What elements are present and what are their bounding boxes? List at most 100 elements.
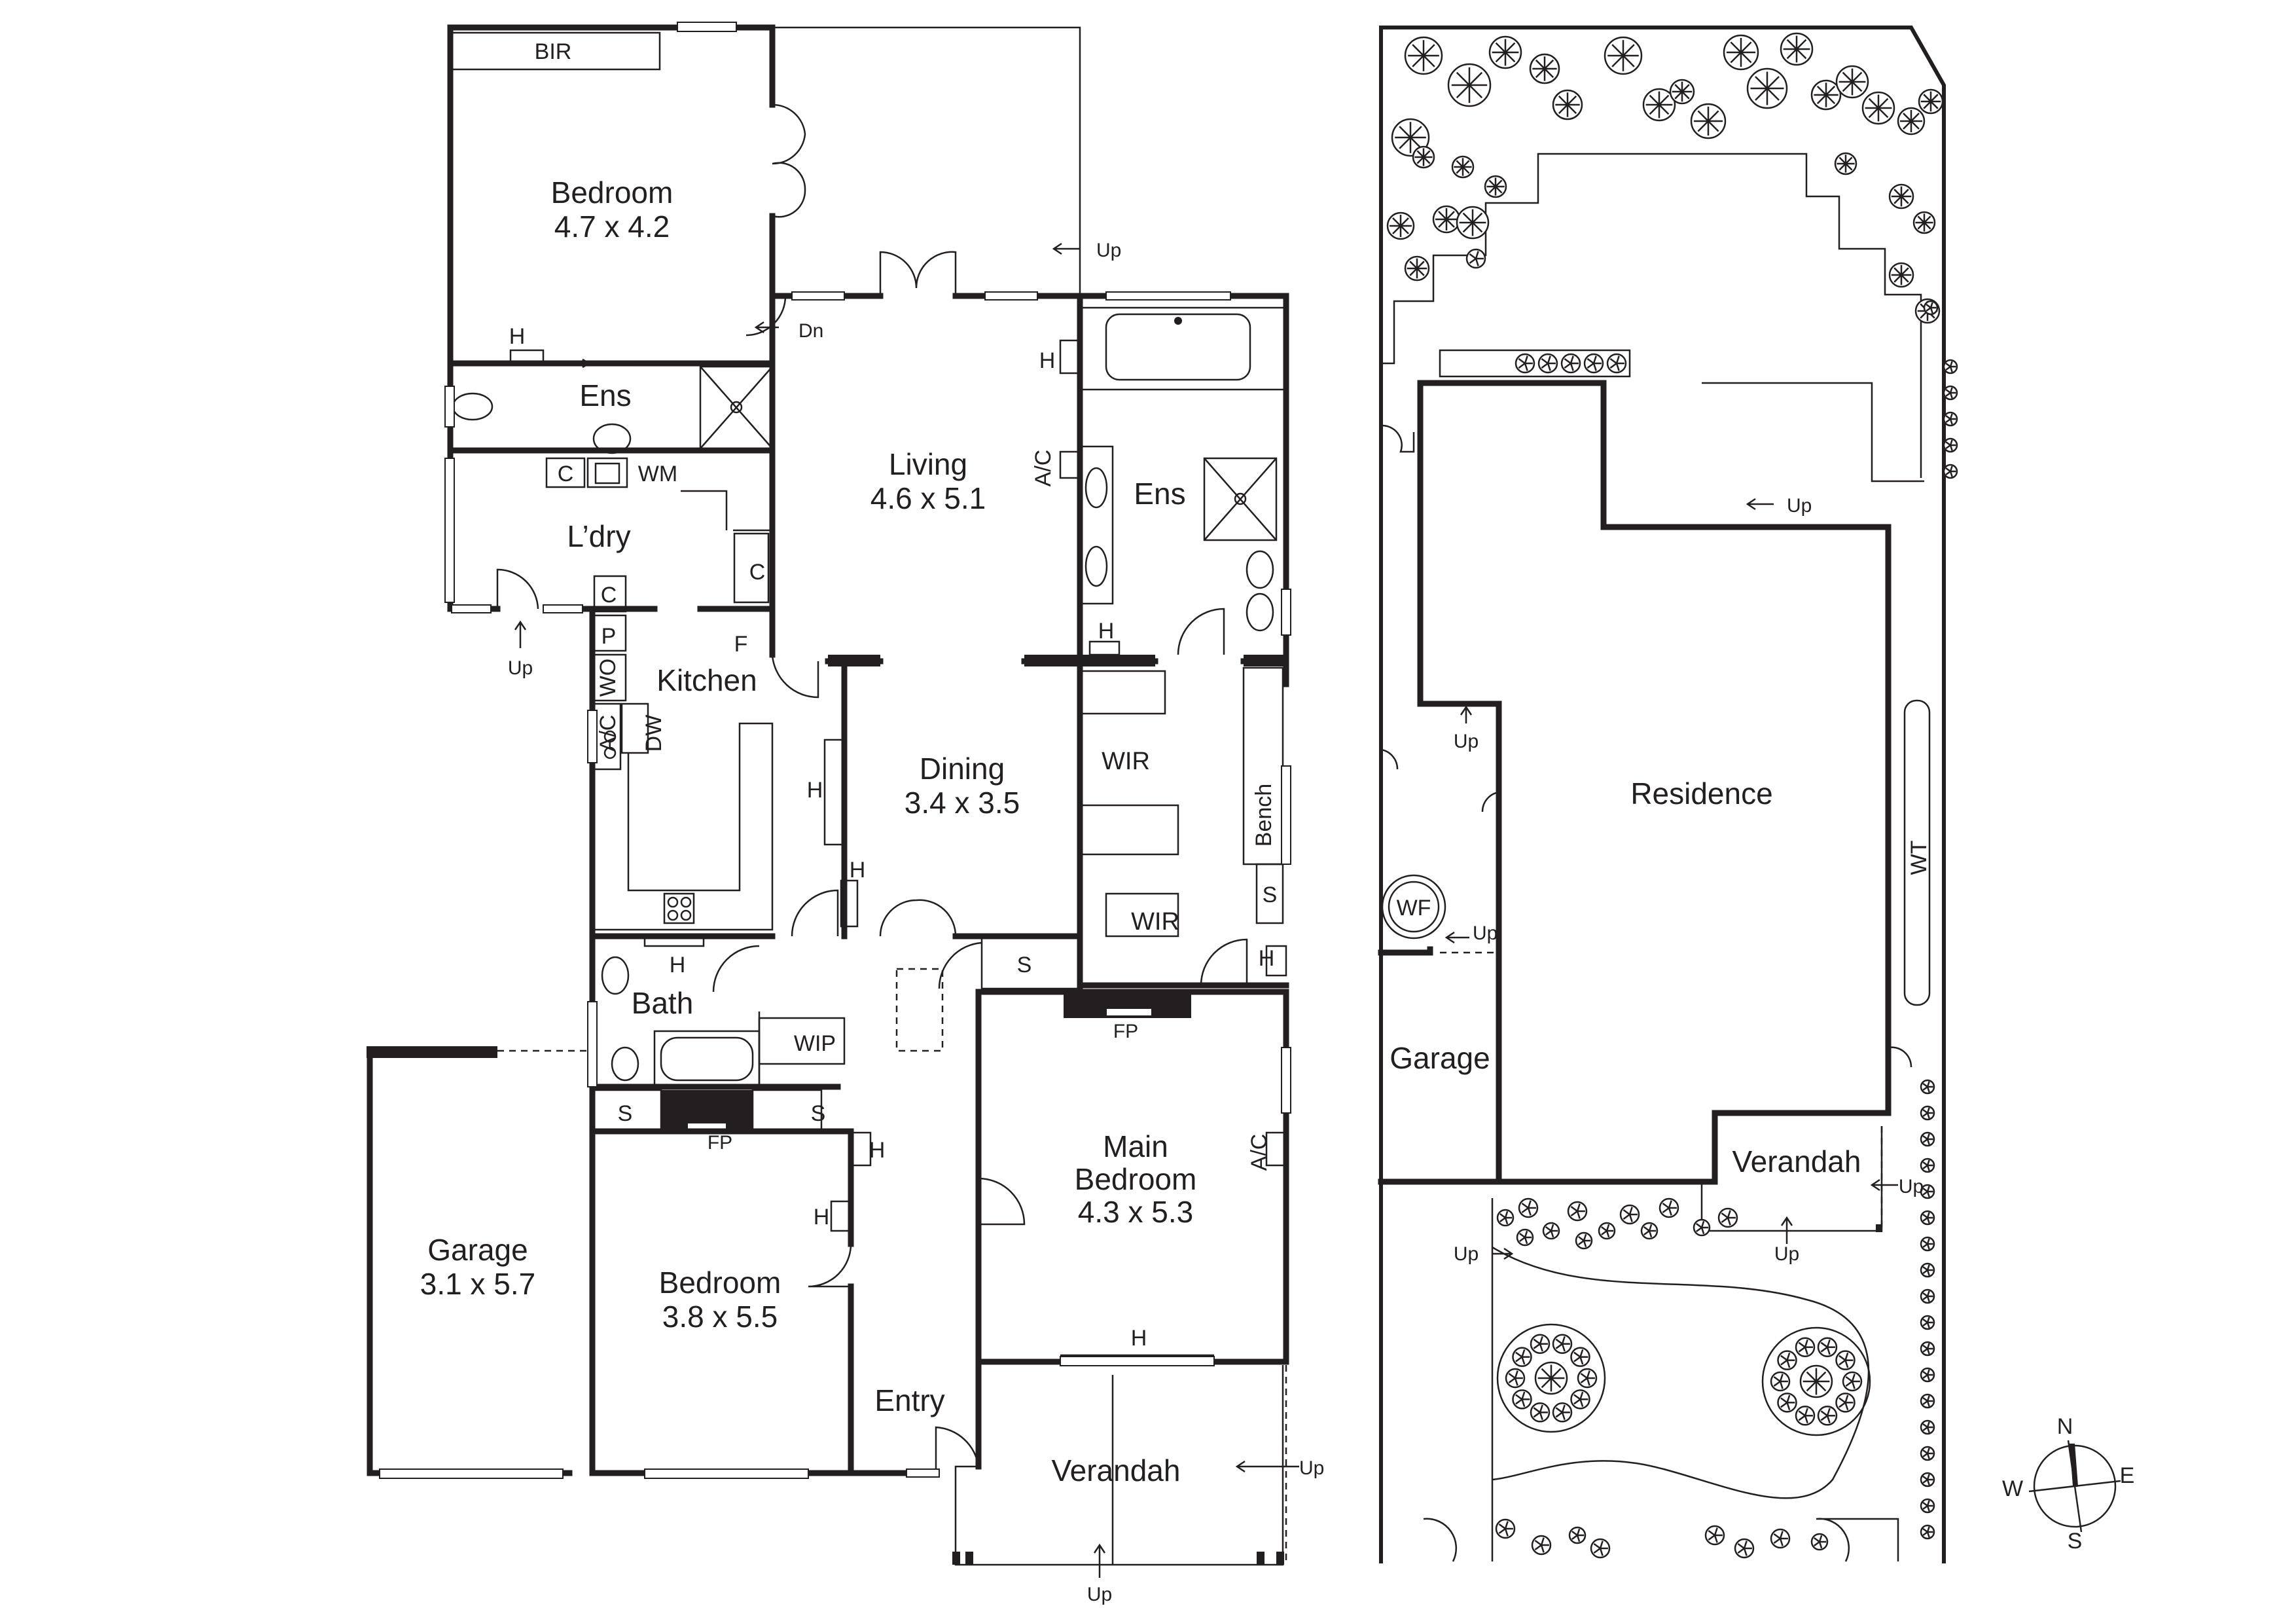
tree-icon	[1920, 1210, 1935, 1226]
tree-icon	[1799, 1364, 1833, 1398]
bedroom-storage-right: S	[811, 1101, 826, 1126]
tree-icon	[1943, 411, 1958, 427]
fireplace-left-label: FP	[708, 1132, 732, 1154]
ensuite-left-label: Ens	[579, 378, 631, 412]
compass-s: S	[2068, 1529, 2083, 1554]
tree-icon	[1530, 1402, 1551, 1423]
tree-icon	[1560, 353, 1581, 374]
tree-icon	[1518, 1197, 1539, 1218]
bir-label: BIR	[535, 39, 572, 64]
dining-dim: 3.4 x 3.5	[905, 786, 1020, 820]
tree-icon	[1484, 175, 1507, 198]
tree-icon	[1505, 1368, 1526, 1389]
manhole-dashed	[895, 968, 944, 1052]
tree-icon	[1920, 1498, 1935, 1514]
front-bedroom-dim: 3.8 x 5.5	[662, 1300, 778, 1334]
tree-icon	[1923, 300, 1939, 316]
site-up-1: Up	[1787, 495, 1812, 517]
wall-oven	[593, 653, 627, 702]
tree-icon	[1817, 1406, 1838, 1426]
tree-icon	[1920, 1184, 1935, 1199]
tree-icon	[1567, 1201, 1588, 1222]
wip-label: WIP	[794, 1031, 836, 1056]
main-bedroom-dim: 4.3 x 5.3	[1078, 1195, 1193, 1229]
tree-icon	[1717, 1207, 1738, 1228]
tree-icon	[1583, 353, 1604, 374]
tree-icon	[1552, 89, 1583, 120]
garden-bed-ring	[1496, 1323, 1606, 1433]
water-feature	[1381, 874, 1446, 939]
entry-label: Entry	[874, 1383, 944, 1417]
cupboard-label: C	[558, 462, 574, 486]
tree-icon	[1920, 1158, 1935, 1173]
tree-icon	[1669, 79, 1695, 105]
tree-icon	[1780, 32, 1814, 66]
tree-icon	[1515, 353, 1535, 374]
tree-icon	[1842, 1371, 1863, 1392]
tree-icon	[1496, 1209, 1515, 1227]
tree-icon	[1943, 464, 1958, 479]
tree-icon	[1568, 1526, 1587, 1544]
tree-icon	[1529, 53, 1560, 84]
cupboard-c3	[593, 575, 627, 613]
tree-icon	[1888, 262, 1914, 288]
tree-icon	[1795, 1337, 1816, 1357]
tree-icon	[1693, 1218, 1711, 1237]
tree-icon	[1704, 1525, 1725, 1546]
main-bedroom-heater-label: H	[1131, 1326, 1147, 1351]
tree-icon	[1795, 1406, 1816, 1426]
living-heater-label: H	[1039, 348, 1056, 373]
tree-icon	[1542, 1222, 1560, 1240]
site-up-2: Up	[1454, 731, 1479, 752]
tree-icon	[1777, 1393, 1797, 1413]
tree-icon	[1943, 359, 1958, 374]
tree-icon	[1456, 206, 1490, 240]
verandah-side-up: Up	[1299, 1457, 1324, 1479]
garden-bed-ring	[1761, 1326, 1871, 1436]
site-garage-label: Garage	[1390, 1041, 1490, 1075]
tree-icon	[1619, 1204, 1640, 1225]
wall-oven-label: WO	[596, 659, 620, 697]
tree-icon	[1888, 183, 1914, 210]
tree-icon	[1770, 1528, 1791, 1549]
bath-toilet-icon	[601, 956, 630, 995]
tree-icon	[1516, 1228, 1534, 1247]
tree-icon	[1534, 1361, 1568, 1395]
kitchen-heater-label: H	[670, 953, 686, 977]
tree-icon	[1912, 211, 1936, 234]
tree-icon	[1432, 205, 1461, 234]
tree-icon	[1606, 353, 1627, 374]
main-bedroom-name2: Bedroom	[1075, 1162, 1197, 1196]
living-dim: 4.6 x 5.1	[870, 481, 986, 515]
garage-dim: 3.1 x 5.7	[420, 1267, 535, 1301]
tree-icon	[1943, 385, 1958, 401]
tree-icon	[1920, 1105, 1935, 1121]
cupboard-c	[545, 457, 586, 488]
shower-right	[1203, 457, 1278, 541]
rear-bedroom-name: Bedroom	[551, 175, 673, 210]
tree-icon	[1386, 211, 1415, 240]
tree-icon	[1575, 1231, 1593, 1250]
tree-icon	[1920, 1419, 1935, 1435]
tree-icon	[1835, 65, 1869, 99]
site-up-6: Up	[1899, 1176, 1924, 1197]
compass-n: N	[2057, 1414, 2073, 1439]
living-up-label: Up	[1096, 240, 1121, 261]
site-plan: Residence Garage Verandah WF WT Up Up Up…	[1378, 26, 1958, 1563]
tree-icon	[1897, 107, 1926, 136]
wir-bottom-label: WIR	[1131, 908, 1179, 936]
heater-label: H	[509, 324, 526, 349]
washing-machine-label: WM	[638, 462, 677, 486]
tree-icon	[1447, 63, 1492, 107]
tree-icon	[1598, 1222, 1616, 1240]
bedroom-heater-label-2: H	[814, 1205, 830, 1230]
tree-icon	[1412, 145, 1435, 169]
front-bedroom-name: Bedroom	[659, 1266, 781, 1300]
garage-wall-beam	[367, 1046, 497, 1058]
wt-label: WT	[1907, 841, 1931, 875]
house-plan: BIR Bedroom 4.7 x 4.2 H Ens C WM L’dry C…	[367, 22, 1324, 1605]
tree-icon	[1640, 1222, 1659, 1240]
dining-name: Dining	[920, 752, 1005, 786]
garage-name: Garage	[427, 1233, 528, 1267]
